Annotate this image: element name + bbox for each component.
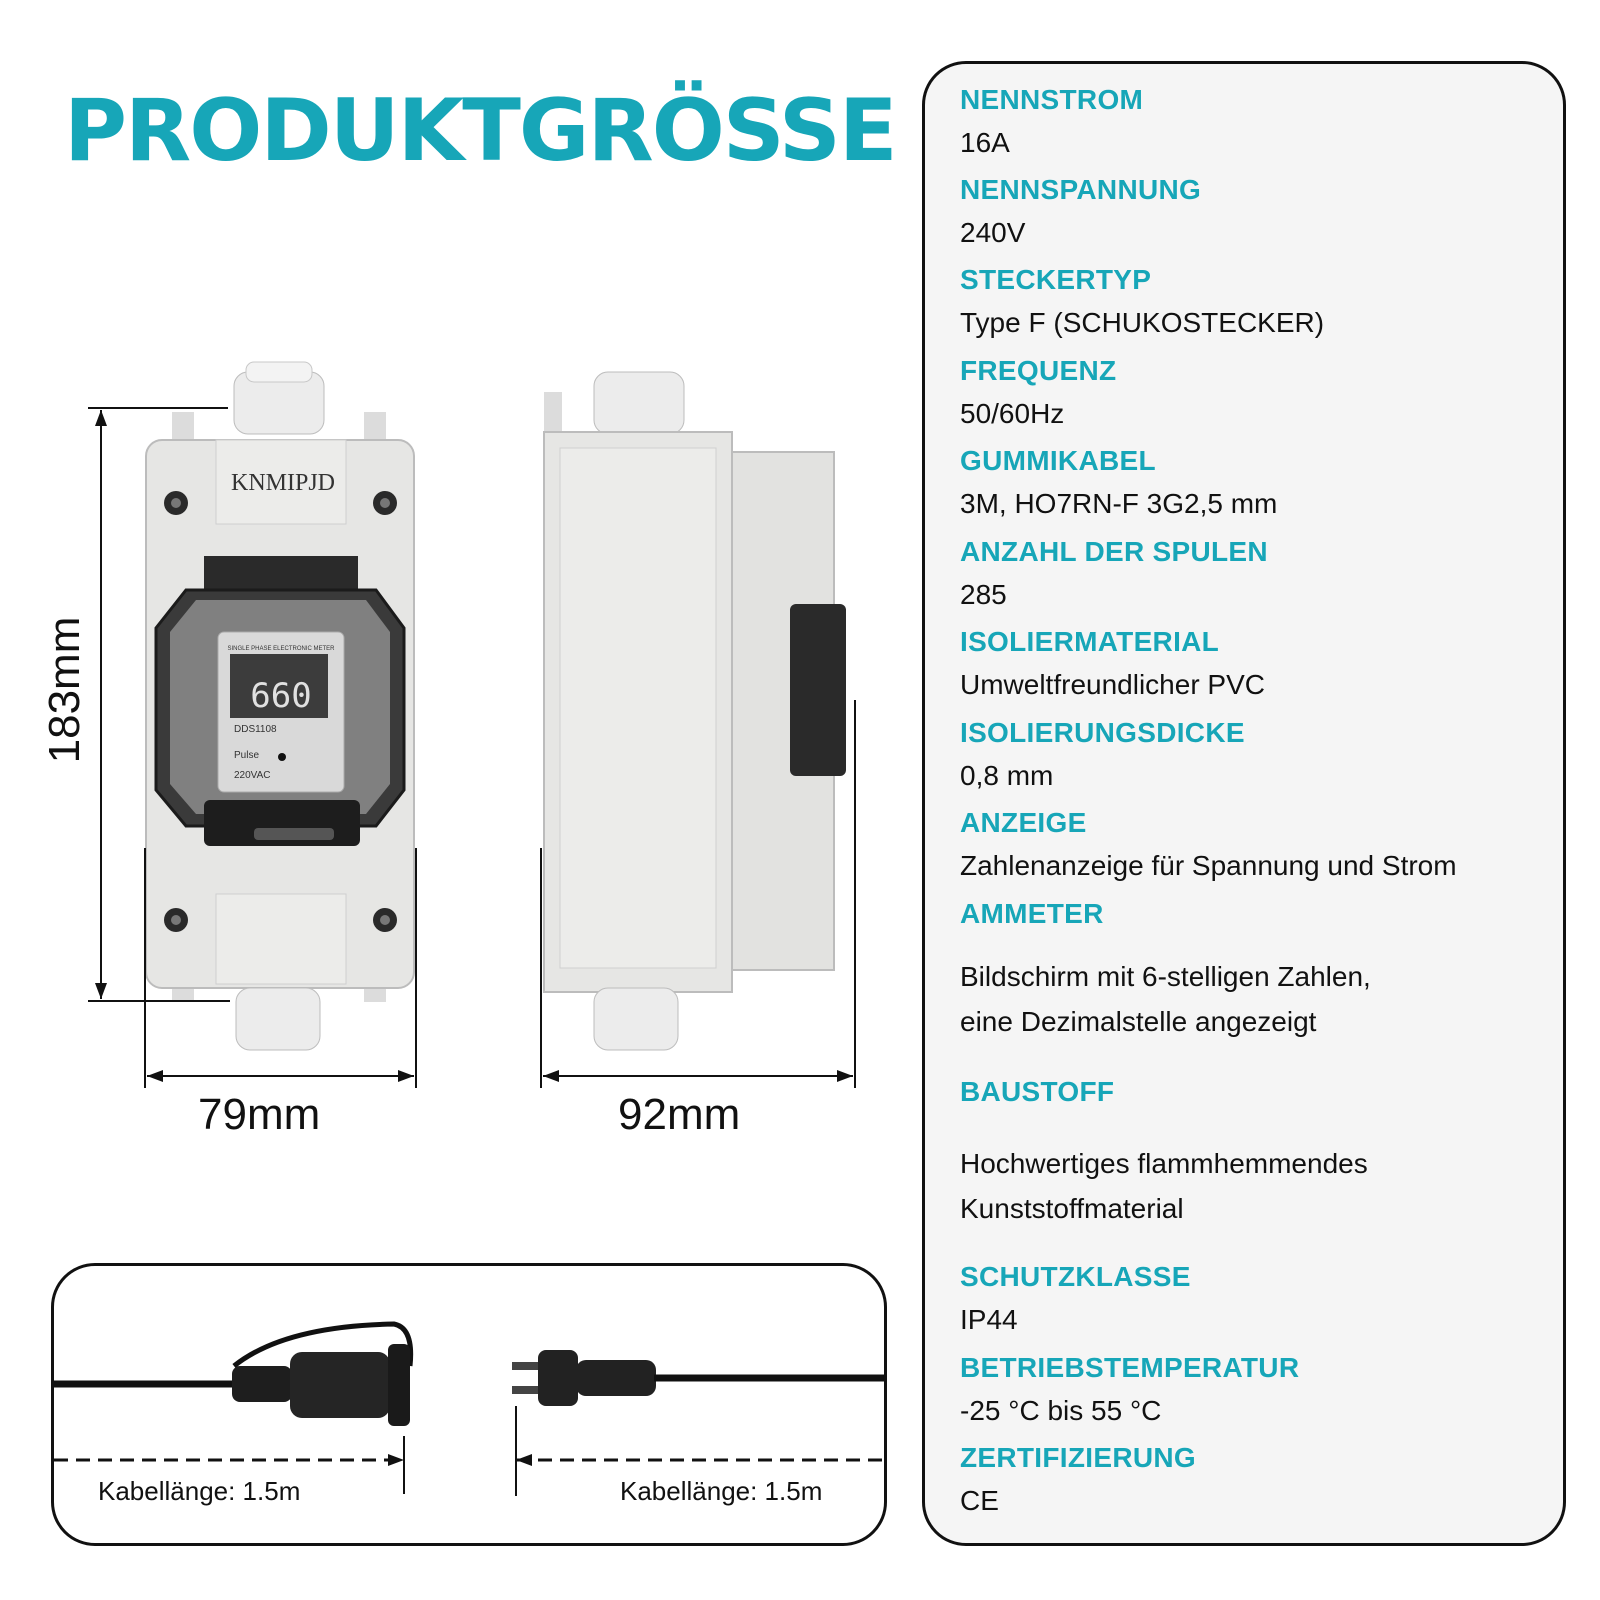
spec-value: CE [960,1485,999,1516]
meter-header: SINGLE PHASE ELECTRONIC METER [227,646,335,652]
spec-value: Type F (SCHUKOSTECKER) [960,307,1325,338]
spec-value: 240V [960,217,1026,248]
height-dimension: 183mm [40,616,89,764]
spec-value: Hochwertiges flammhemmendes [960,1148,1368,1179]
spec-value: Bildschirm mit 6-stelligen Zahlen, [960,961,1371,992]
schuko-plug-icon [512,1362,542,1370]
spec-value: Zahlenanzeige für Spannung und Strom [960,850,1457,881]
cable-length-right-label: Kabellänge: 1.5m [620,1476,823,1506]
front-view [145,361,415,1051]
side-width-dimension: 92mm [618,1090,741,1139]
socket-coupler-icon [232,1366,292,1402]
page-title: PRODUKTGRÖSSE [64,81,898,181]
spec-label: ISOLIERUNGSDICKE [960,717,1245,748]
side-view [543,371,846,1051]
spec-label: STECKERTYP [960,264,1152,295]
spec-label: BETRIEBSTEMPERATUR [960,1352,1300,1383]
cable-length-panel: Kabellänge: 1.5m Kabellänge: 1.5m [51,1263,887,1546]
product-illustration: KNMIPJD SINGLE PHASE ELECTRONIC METER 66… [88,361,856,1088]
cable-illustration [54,1321,884,1496]
spec-label: ZERTIFIZIERUNG [960,1442,1196,1473]
spec-value: -25 °C bis 55 °C [960,1395,1162,1426]
spec-label: AMMETER [960,898,1104,929]
meter-model: DDS1108 [234,724,277,735]
spec-value: IP44 [960,1304,1018,1335]
spec-label: NENNSPANNUNG [960,174,1202,205]
spec-label: FREQUENZ [960,355,1117,386]
spec-label: ANZAHL DER SPULEN [960,536,1268,567]
spec-label: ANZEIGE [960,807,1087,838]
meter-pulse: Pulse [234,750,259,761]
spec-value: Kunststoffmaterial [960,1193,1184,1224]
spec-value: eine Dezimalstelle angezeigt [960,1006,1317,1037]
spec-value: 3M, HO7RN-F 3G2,5 mm [960,488,1278,519]
dimension-lines [88,407,856,1088]
spec-panel: NENNSTROM 16A NENNSPANNUNG 240V STECKERT… [922,61,1566,1546]
meter-rating: 220VAC [234,770,271,781]
cable-length-left-label: Kabellänge: 1.5m [98,1476,301,1506]
spec-label: SCHUTZKLASSE [960,1261,1191,1292]
front-width-dimension: 79mm [198,1090,321,1139]
spec-value: 0,8 mm [960,760,1054,791]
spec-value: Umweltfreundlicher PVC [960,669,1265,700]
spec-value: 50/60Hz [960,398,1065,429]
brand-label: KNMIPJD [231,470,335,496]
spec-label: BAUSTOFF [960,1076,1115,1107]
spec-label: NENNSTROM [960,84,1144,115]
spec-value: 285 [960,579,1007,610]
meter-display: 660 [250,676,311,716]
spec-label: GUMMIKABEL [960,445,1156,476]
spec-label: ISOLIERMATERIAL [960,626,1220,657]
spec-value: 16A [960,127,1010,158]
